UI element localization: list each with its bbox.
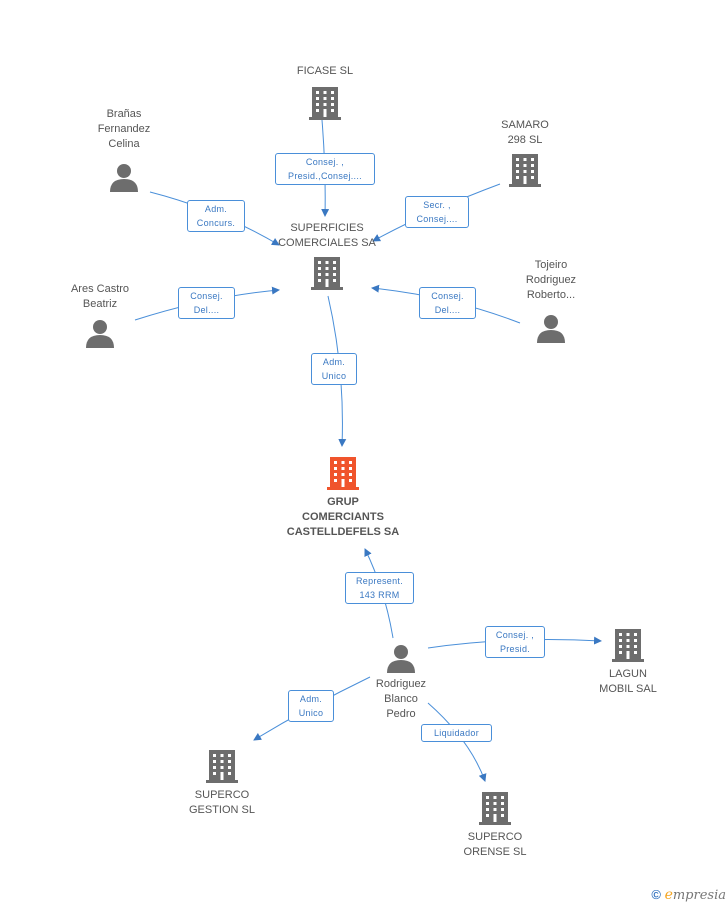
building-icon xyxy=(327,457,359,490)
brand-logo: © empresia xyxy=(651,887,726,903)
node-label: Rodriguez Blanco Pedro xyxy=(375,678,427,720)
node-ares[interactable]: Ares Castro Beatriz xyxy=(54,282,146,348)
edge-label-rodriguez-grup[interactable]: Represent. 143 RRM xyxy=(345,572,414,604)
building-icon xyxy=(479,792,511,825)
node-label: FICASE SL xyxy=(296,65,354,77)
node-samaro[interactable]: SAMARO 298 SL xyxy=(480,118,570,188)
node-label: LAGUN MOBIL SAL xyxy=(599,668,657,695)
edge-label-superficies-grup[interactable]: Adm. Unico xyxy=(311,353,357,385)
edge-label-brenas-superficies[interactable]: Adm. Concurs. xyxy=(187,200,245,232)
edge-label-samaro-superficies[interactable]: Secr. , Consej.... xyxy=(405,196,469,228)
brand-logo-e: e xyxy=(664,887,673,903)
person-icon xyxy=(537,315,565,343)
person-icon xyxy=(387,645,415,673)
edge-label-ficase-superficies[interactable]: Consej. , Presid.,Consej.... xyxy=(275,153,375,185)
node-label: GRUP COMERCIANTS CASTELLDEFELS SA xyxy=(286,496,400,538)
node-superco-gestion[interactable]: SUPERCO GESTION SL xyxy=(175,748,269,818)
node-superficies[interactable]: SUPERFICIES COMERCIALES SA xyxy=(268,221,386,291)
building-icon xyxy=(309,87,341,120)
node-label: SUPERCO ORENSE SL xyxy=(463,831,527,858)
node-tojeiro[interactable]: Tojeiro Rodriguez Roberto... xyxy=(505,258,597,343)
person-icon xyxy=(110,164,138,192)
edge-label-tojeiro-superficies[interactable]: Consej. Del.... xyxy=(419,287,476,319)
node-ficase[interactable]: FICASE SL xyxy=(273,64,377,121)
brand-logo-text: mpresia xyxy=(672,888,726,903)
node-label: SAMARO 298 SL xyxy=(501,119,549,146)
node-label: Brañas Fernandez Celina xyxy=(97,108,151,150)
node-brenas[interactable]: Brañas Fernandez Celina xyxy=(78,107,170,192)
node-grup-main[interactable]: GRUP COMERCIANTS CASTELLDEFELS SA xyxy=(273,455,413,540)
node-label: SUPERCO GESTION SL xyxy=(188,789,256,816)
building-icon xyxy=(509,154,541,187)
edge-label-rodriguez-lagun[interactable]: Consej. , Presid. xyxy=(485,626,545,658)
person-icon xyxy=(86,320,114,348)
node-superco-orense[interactable]: SUPERCO ORENSE SL xyxy=(450,790,540,860)
edge-label-rodriguez-orense[interactable]: Liquidador xyxy=(421,724,492,742)
building-icon xyxy=(206,750,238,783)
node-label: SUPERFICIES COMERCIALES SA xyxy=(278,222,376,249)
edge-label-ares-superficies[interactable]: Consej. Del.... xyxy=(178,287,235,319)
copyright-icon: © xyxy=(651,887,661,902)
building-icon xyxy=(612,629,644,662)
node-lagun[interactable]: LAGUN MOBIL SAL xyxy=(583,627,673,697)
building-icon xyxy=(311,257,343,290)
node-rodriguez[interactable]: Rodriguez Blanco Pedro xyxy=(355,643,447,722)
edge-label-rodriguez-gestion[interactable]: Adm. Unico xyxy=(288,690,334,722)
node-label: Ares Castro Beatriz xyxy=(70,283,130,310)
node-label: Tojeiro Rodriguez Roberto... xyxy=(525,259,577,301)
